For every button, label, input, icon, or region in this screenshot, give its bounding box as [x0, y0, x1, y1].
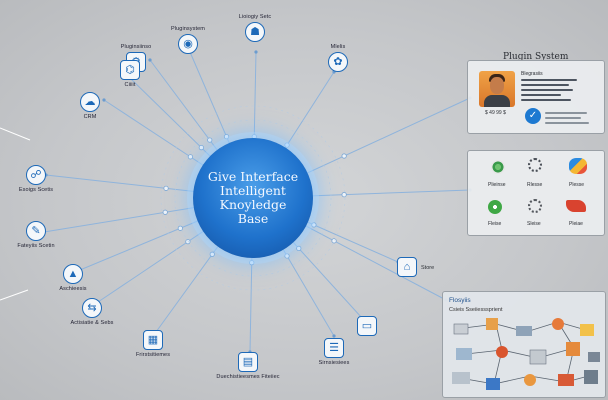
node-plugin-system[interactable]: Pluginsystem ◉	[153, 26, 223, 54]
list-icon: ☰	[324, 338, 344, 358]
orbit-ring	[174, 119, 332, 277]
connector-end	[254, 50, 258, 54]
connector-dot	[162, 209, 168, 215]
connector-dot	[284, 142, 290, 148]
sketch-subtitle: Csieis Sseiiesssprient	[449, 307, 503, 313]
sketch-diagram	[452, 318, 600, 390]
connector-dot	[207, 137, 213, 143]
connector-dot	[163, 185, 169, 191]
connector-dot	[296, 245, 302, 251]
store-label: Store	[421, 265, 435, 271]
plugin-leaf-icon[interactable]	[488, 200, 502, 214]
avatar	[479, 71, 515, 107]
share-icon: ⇆	[82, 298, 102, 318]
connector-dot	[198, 145, 204, 151]
connector-dot	[185, 239, 191, 245]
plugin-gear-icon[interactable]	[528, 199, 542, 213]
connector-icon: ☍	[26, 165, 46, 185]
node-actisiatie-sebs[interactable]: ⇆ Actisiatie & Sebs	[57, 298, 127, 326]
connector-end	[102, 98, 106, 102]
screen-icon: ▭	[357, 316, 377, 336]
connector-dot	[187, 154, 194, 160]
node-store[interactable]: ⌂	[372, 257, 442, 277]
hub-title: Give Interface Intelligent Knoyledge Bas…	[207, 169, 299, 226]
plugin-color-icon[interactable]	[569, 158, 587, 174]
node-ciiiit[interactable]: ⌬ Ciiiit	[95, 60, 165, 88]
node-duechistieesmes[interactable]: ▤ Duechistieesmes Fiteiiec	[213, 352, 283, 380]
store-icon: ⌂	[397, 257, 417, 277]
connector-dot	[331, 238, 337, 244]
node-lioiogiy-setc[interactable]: Lioiogiy Setc ☗	[220, 14, 290, 42]
connector-dot	[341, 153, 347, 159]
tool-icon: ✎	[26, 221, 46, 241]
connector-dot	[249, 260, 255, 266]
plugin-grey-icon[interactable]	[528, 158, 542, 172]
check-icon[interactable]: ✓	[525, 108, 541, 124]
data-icon: ▲	[63, 264, 83, 284]
connector-dot	[341, 192, 347, 198]
cloud-icon: ☁	[80, 92, 100, 112]
system-icon: ◉	[178, 34, 198, 54]
plugin-red-icon[interactable]	[566, 200, 586, 212]
plugin-system-title: Plugin System	[503, 52, 569, 62]
table-icon: ▦	[143, 330, 163, 350]
connector-end	[332, 334, 336, 338]
plugin-caption: $ 49 99 $	[485, 110, 506, 116]
edge-line	[0, 127, 31, 141]
plugin-green-icon[interactable]	[491, 160, 505, 174]
node-fateyiis-scetin[interactable]: ✎ Fateyiis Scetin	[1, 221, 71, 249]
connector-dot	[209, 251, 215, 257]
node-sirnsiesiees[interactable]: ☰ Sirnsiesiees	[299, 338, 369, 366]
plugin-name: Blegrasiis	[521, 71, 543, 77]
node-mlelis[interactable]: Mlelis ✿	[303, 44, 373, 72]
connector-dot	[177, 225, 183, 231]
database-icon: ☗	[245, 22, 265, 42]
node-aschieesis[interactable]: ▲ Aschieesis	[38, 264, 108, 292]
sketch-title: Flosyiis	[449, 297, 471, 304]
connector-dot	[284, 253, 290, 259]
orbit-ring	[160, 105, 346, 291]
connector-end	[148, 58, 152, 62]
edge-line	[0, 289, 29, 301]
node-esoigs-scetis[interactable]: ☍ Esoigs Scetis	[1, 165, 71, 193]
central-hub[interactable]: Give Interface Intelligent Knoyledge Bas…	[193, 138, 313, 258]
connector-dot	[223, 134, 230, 140]
document-icon: ▤	[238, 352, 258, 372]
settings-icon: ✿	[328, 52, 348, 72]
connector-dot	[311, 222, 317, 228]
wifi-icon: ⌬	[120, 60, 140, 80]
node-frirstsitiemes[interactable]: ▦ Frirstsitiemes	[118, 330, 188, 358]
node-crm[interactable]: ☁ CRM	[55, 92, 125, 120]
node-screen[interactable]: ▭	[332, 316, 402, 336]
